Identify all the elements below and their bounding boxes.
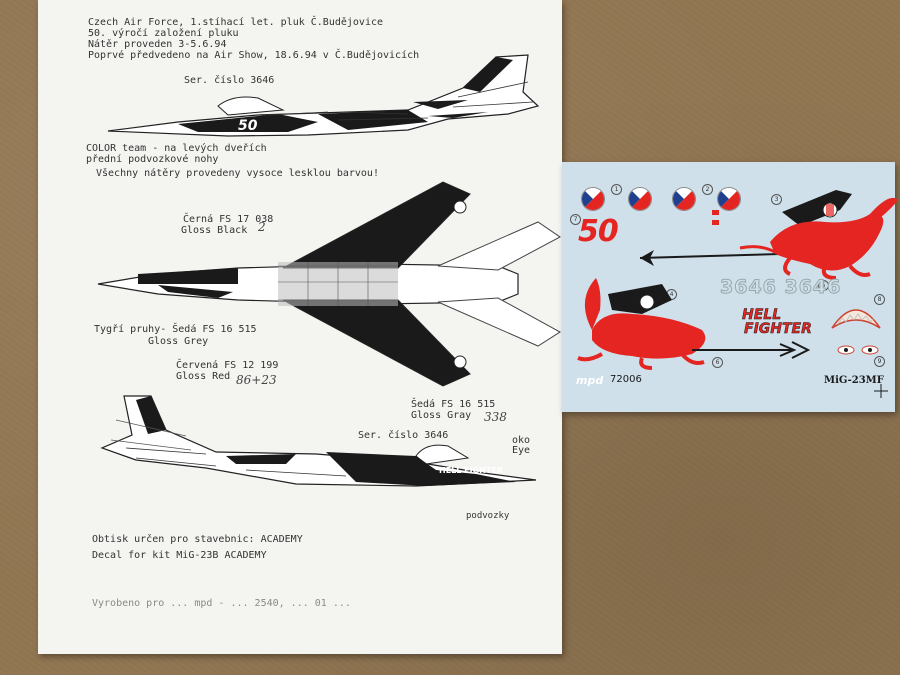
header-line-4: Poprvé předvedeno na Air Show, 18.6.94 v… <box>88 50 420 61</box>
label-gear: podvozky <box>466 511 510 521</box>
label-tiger-stripes: Tygří pruhy- Šedá FS 16 515 <box>94 324 257 335</box>
producer-text: Vyrobeno pro ... mpd - ... 2540, ... 01 … <box>92 598 351 609</box>
shark-mouth-icon <box>831 309 881 329</box>
decal-hell-text: HELL <box>742 307 782 324</box>
decal-marker: 8 <box>874 294 885 305</box>
decal-marker: 9 <box>874 356 885 367</box>
header-line-2: 50. výročí založení pluku <box>88 28 239 39</box>
czech-roundel-icon <box>717 187 741 211</box>
label-red-en: Gloss Red <box>176 371 231 382</box>
decal-marker: 6 <box>712 357 723 368</box>
label-eye-en: Eye <box>512 445 531 456</box>
instruction-sheet: Czech Air Force, 1.stíhací let. pluk Č.B… <box>38 0 562 654</box>
small-red-mark <box>712 220 719 225</box>
label-black-en: Gloss Black <box>181 225 248 236</box>
czech-roundel-icon <box>672 187 696 211</box>
color-team-line-2: přední podvozkové nohy <box>86 154 219 165</box>
decal-fighter-text: FIGHTER <box>744 321 812 338</box>
decal-marker: 5 <box>818 280 829 291</box>
header-line-1: Czech Air Force, 1.stíhací let. pluk Č.B… <box>88 17 384 28</box>
czech-roundel-icon <box>581 187 605 211</box>
header-line-3: Nátěr proveden 3-5.6.94 <box>88 39 227 50</box>
jet-plan-view <box>97 181 561 387</box>
label-black: Černá FS 17 038 <box>183 214 274 225</box>
devil-emblem-icon <box>639 190 898 280</box>
decal-marker: 3 <box>771 194 782 205</box>
jet-side-view-bottom: HELL FIGHTER <box>100 395 537 487</box>
devil-emblem-icon <box>577 278 811 370</box>
decal-card: 1 2 3 7 4 5 8 9 6 50 3646 3646 HELL FIGH… <box>562 162 898 412</box>
label-eye: oko <box>512 435 531 446</box>
brand-logo: mpd <box>576 374 604 387</box>
decal-marker: 2 <box>702 184 713 195</box>
label-grey-en: Gloss Gray <box>411 410 472 421</box>
eye-decal-icon <box>837 345 879 355</box>
kit-text-en: Decal for kit MiG-23B ACADEMY <box>92 550 267 561</box>
jet-fighter-text: HELL FIGHTER <box>439 466 503 475</box>
serial-label-top: Ser. číslo 3646 <box>184 75 275 86</box>
small-red-mark <box>712 210 719 215</box>
decal-code: 72006 <box>610 374 642 385</box>
color-team-line-1: COLOR team - na levých dveřích <box>86 143 267 154</box>
hand-note-grey: 338 <box>484 410 507 424</box>
decal-model: MiG-23MF <box>824 375 884 386</box>
kit-text-cz: Obtisk určen pro stavebnic: ACADEMY <box>92 534 303 545</box>
label-grey: Šedá FS 16 515 <box>411 399 496 410</box>
gloss-note: Všechny nátěry provedeny vysoce lesklou … <box>96 168 379 179</box>
label-tiger-stripes-en: Gloss Grey <box>148 336 209 347</box>
decal-serials: 3646 3646 <box>719 276 842 299</box>
serial-label-bottom: Ser. číslo 3646 <box>358 430 449 441</box>
jet-side-view-top: 50 <box>107 54 540 137</box>
czech-roundel-icon <box>628 187 652 211</box>
label-red: Červená FS 12 199 <box>176 360 279 371</box>
decal-marker: 7 <box>570 214 581 225</box>
hand-note-black: 2 <box>258 220 266 234</box>
svg-text:50: 50 <box>238 118 258 134</box>
decal-marker: 1 <box>611 184 622 195</box>
cross-mark-icon <box>874 384 888 398</box>
hand-note-red: 86+23 <box>236 373 277 387</box>
decal-number-50: 50 <box>578 214 619 249</box>
